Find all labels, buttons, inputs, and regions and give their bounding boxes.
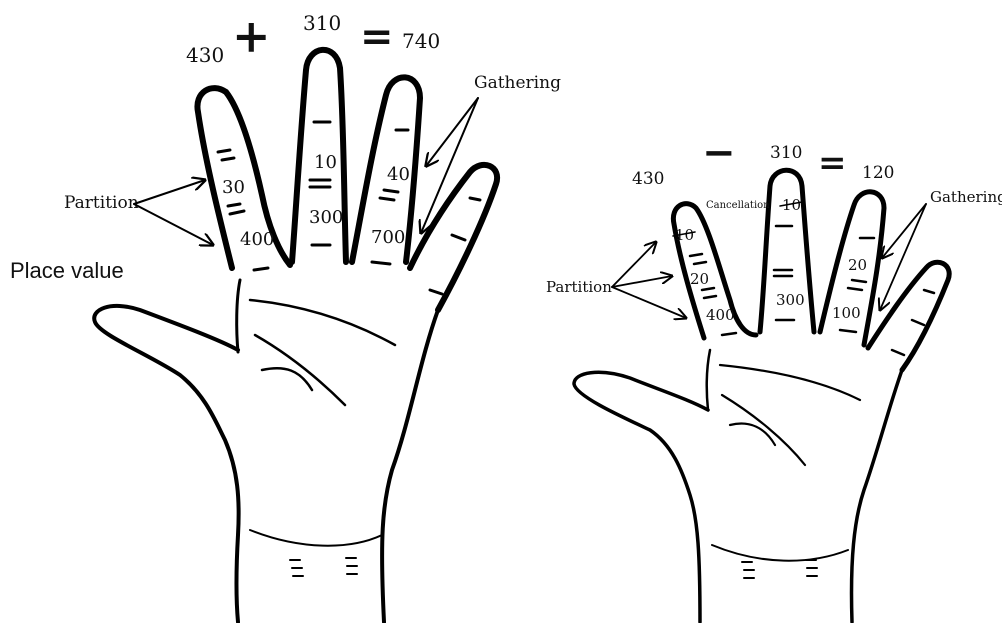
subtraction-pinky-finger [868,262,949,370]
subtraction-hand [574,170,949,622]
subtraction-operand1: 430 [632,169,664,189]
addition-thumb [94,306,238,622]
subtraction-finger-value: 20 [690,270,709,288]
addition-partition-label: Partition [64,193,139,213]
subtraction-finger-value: 100 [832,304,861,322]
addition-equals-sign: = [360,13,394,60]
addition-pinky-finger [410,165,497,310]
subtraction-finger-value: 400 [706,306,735,324]
addition-palm-crease [250,300,395,345]
addition-palm-crease [262,368,312,390]
addition-finger-value: 10 [314,152,337,173]
subtraction-finger-value: 300 [776,291,805,309]
minus-sign: − [702,129,736,176]
subtraction-partition-arrows [612,242,686,318]
cancellation-label: Cancellation [706,200,770,211]
addition-partition-arrows [134,180,213,245]
addition-finger-value: 30 [222,177,245,198]
subtraction-operand2: 310 [770,143,802,163]
page-title: Place value [10,258,124,283]
subtraction-equals-sign: = [818,143,847,183]
addition-finger-value: 400 [240,229,274,250]
addition-finger-value: 700 [371,227,405,248]
addition-operand1: 430 [186,43,224,67]
subtraction-thumb [574,372,708,622]
addition-gathering-arrows [421,98,478,233]
addition-wrist-crease [290,558,357,576]
plus-sign: + [232,9,271,63]
addition-wrist-crease [250,530,382,546]
subtraction-thumb-crease [707,350,710,410]
addition-palm-outline [382,310,438,622]
addition-result: 740 [402,29,440,53]
subtraction-gathering-label: Gathering [930,188,1002,206]
addition-finger-value: 40 [387,164,410,185]
addition-finger-value: 300 [309,207,343,228]
addition-thumb-crease [237,280,240,352]
subtraction-finger-value: 20 [848,256,867,274]
addition-operand2: 310 [303,11,341,35]
addition-hand [94,50,497,622]
subtraction-wrist-crease [712,545,848,561]
subtraction-palm-outline [852,370,903,622]
subtraction-partition-label: Partition [546,278,612,296]
subtraction-palm-crease [720,365,860,400]
subtraction-wrist-crease [742,560,817,578]
addition-gathering-label: Gathering [474,73,561,93]
subtraction-result: 120 [862,163,894,183]
